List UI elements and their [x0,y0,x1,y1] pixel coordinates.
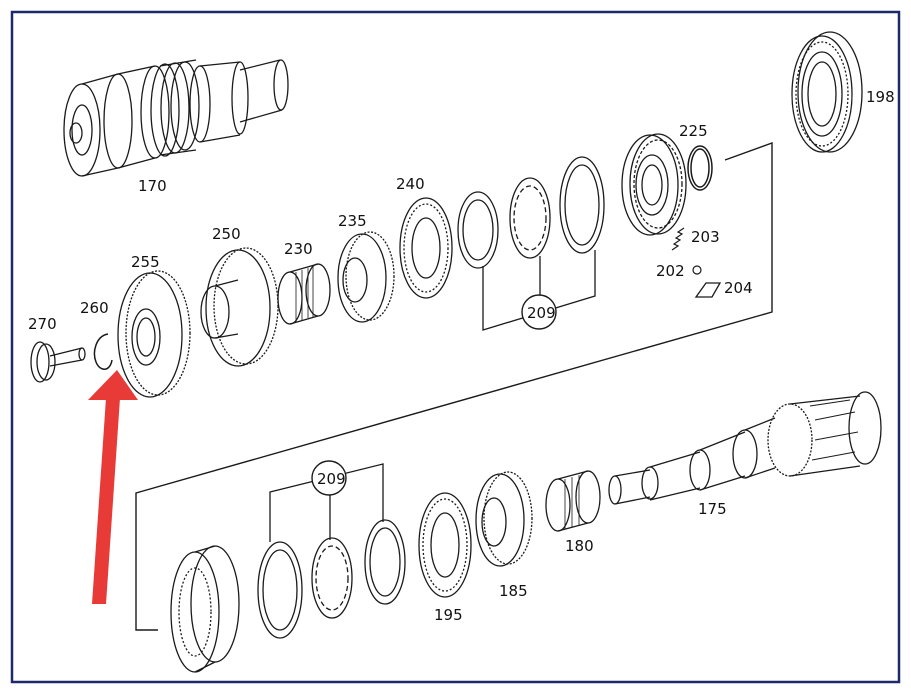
part-175-main-shaft [608,391,882,505]
part-250-gear [200,247,279,367]
label-230: 230 [284,240,313,258]
arrow-head [88,370,138,400]
label-240: 240 [396,175,425,193]
label-209-lower: 209 [317,470,346,488]
label-235: 235 [338,212,367,230]
label-180: 180 [565,537,594,555]
label-225: 225 [679,122,708,140]
arrow-shaft [92,398,120,604]
label-175: 175 [698,500,727,518]
part-shift-sleeve [170,545,240,673]
part-225-snap-ring [687,145,713,191]
label-170: 170 [138,177,167,195]
frame-border [10,10,901,684]
pointer-arrow-icon [88,370,138,604]
part-230-needle-bearing [277,263,331,325]
part-255-gear [117,270,191,398]
label-209-upper: 209 [527,304,556,322]
part-170-input-shaft [63,59,289,177]
label-204: 204 [724,279,753,297]
part-202-ball [692,265,702,275]
part-204-key [694,282,722,298]
part-260-circlip [93,333,113,370]
part-198-ring-gear [791,31,863,153]
label-202: 202 [656,262,685,280]
callout-circle-209-upper [521,294,557,330]
label-195: 195 [434,606,463,624]
part-270-bolt [30,341,86,383]
part-195-synchro-ring [418,492,472,598]
label-185: 185 [499,582,528,600]
label-260: 260 [80,299,109,317]
label-203: 203 [691,228,720,246]
assembly-bracket-upper [135,142,773,631]
label-250: 250 [212,225,241,243]
part-185-gear [475,471,533,567]
part-180-needle-bearing [545,470,601,532]
part-synchro-hub [621,133,687,236]
callout-circle-209-lower [311,460,347,496]
label-255: 255 [131,253,160,271]
part-235-gear [337,231,395,323]
part-240-synchro-ring [399,197,453,299]
label-198: 198 [866,88,895,106]
label-270: 270 [28,315,57,333]
part-203-spring [671,227,685,251]
